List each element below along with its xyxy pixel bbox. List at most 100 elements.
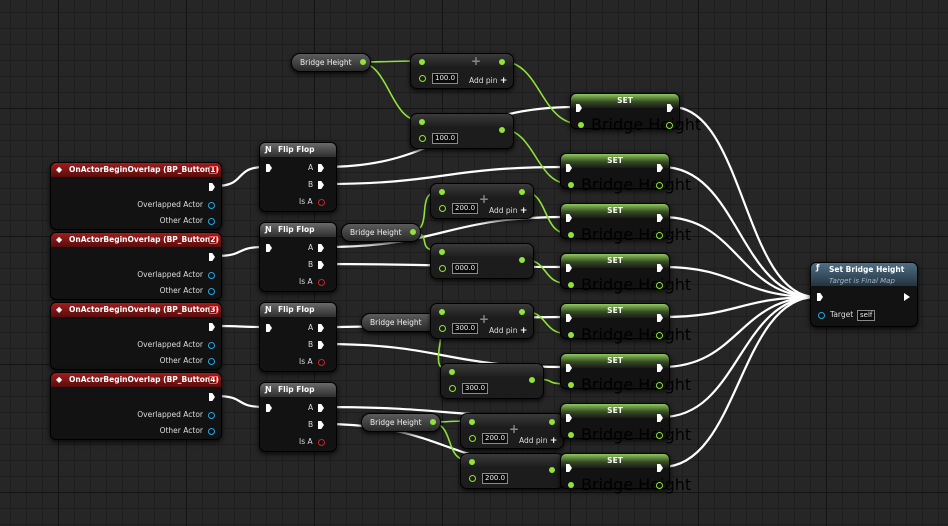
add-node-1[interactable]: 100.0 + Add pin + bbox=[410, 53, 514, 89]
set-node-7[interactable]: SET Bridge Height bbox=[560, 403, 691, 443]
exec-out-pin[interactable] bbox=[209, 393, 215, 401]
bridge-height-out-pin[interactable] bbox=[656, 382, 663, 389]
exec-in-pin[interactable] bbox=[266, 324, 272, 332]
bridge-height-getter-3[interactable]: Bridge Height bbox=[361, 313, 441, 332]
exec-a-pin[interactable] bbox=[318, 324, 324, 332]
value-field[interactable]: 100.0 bbox=[432, 73, 459, 84]
exec-in-pin[interactable] bbox=[576, 104, 582, 112]
is-a-pin[interactable] bbox=[318, 439, 325, 446]
exec-b-pin[interactable] bbox=[318, 181, 324, 189]
subtract-node-1[interactable]: 100.0 bbox=[410, 113, 514, 149]
bridge-height-in-pin[interactable] bbox=[568, 382, 574, 388]
exec-out-pin[interactable] bbox=[657, 314, 663, 322]
bridge-height-getter-4[interactable]: Bridge Height bbox=[361, 413, 441, 432]
exec-out-pin[interactable] bbox=[209, 253, 215, 261]
bridge-height-in-pin[interactable] bbox=[568, 282, 574, 288]
exec-in-pin[interactable] bbox=[266, 244, 272, 252]
set-node-6[interactable]: SET Bridge Height bbox=[560, 353, 691, 393]
is-a-pin[interactable] bbox=[318, 359, 325, 366]
event-node-button4[interactable]: ◆OnActorBeginOverlap (BP_Button4) Overla… bbox=[50, 372, 222, 440]
bridge-height-getter-1[interactable]: Bridge Height bbox=[291, 53, 371, 72]
is-a-pin[interactable] bbox=[318, 279, 325, 286]
value-field[interactable]: 000.0 bbox=[452, 263, 479, 274]
set-node-1[interactable]: SET Bridge Height bbox=[570, 93, 701, 133]
input-b-pin[interactable] bbox=[439, 325, 446, 332]
set-node-4[interactable]: SET Bridge Height bbox=[560, 253, 691, 293]
input-a-pin[interactable] bbox=[439, 249, 445, 255]
exec-in-pin[interactable] bbox=[266, 404, 272, 412]
add-node-4[interactable]: 200.0 + Add pin + bbox=[460, 413, 564, 449]
input-b-pin[interactable] bbox=[469, 435, 476, 442]
bridge-height-out-pin[interactable] bbox=[656, 232, 663, 239]
subtract-node-2[interactable]: 000.0 bbox=[430, 243, 534, 279]
exec-out-pin[interactable] bbox=[209, 323, 215, 331]
bridge-height-in-pin[interactable] bbox=[578, 122, 584, 128]
input-a-pin[interactable] bbox=[419, 119, 425, 125]
bridge-height-out-pin[interactable] bbox=[666, 122, 673, 129]
value-field[interactable]: 100.0 bbox=[432, 133, 459, 144]
delegate-pin[interactable] bbox=[209, 376, 217, 384]
exec-out-pin[interactable] bbox=[657, 414, 663, 422]
set-node-5[interactable]: SET Bridge Height bbox=[560, 303, 691, 343]
exec-in-pin[interactable] bbox=[566, 214, 572, 222]
input-b-pin[interactable] bbox=[449, 385, 456, 392]
bridge-height-getter-2[interactable]: Bridge Height bbox=[341, 223, 421, 242]
add-pin-button[interactable]: Add pin + bbox=[489, 326, 528, 336]
exec-in-pin[interactable] bbox=[566, 364, 572, 372]
exec-b-pin[interactable] bbox=[318, 341, 324, 349]
event-node-button1[interactable]: ◆OnActorBeginOverlap (BP_Button1) Overla… bbox=[50, 162, 222, 230]
getter-out-pin[interactable] bbox=[430, 419, 436, 425]
exec-out-pin[interactable] bbox=[657, 464, 663, 472]
exec-a-pin[interactable] bbox=[318, 404, 324, 412]
bridge-height-in-pin[interactable] bbox=[568, 432, 574, 438]
value-field[interactable]: 200.0 bbox=[452, 203, 479, 214]
output-pin[interactable] bbox=[499, 59, 505, 65]
getter-out-pin[interactable] bbox=[360, 59, 366, 65]
value-field[interactable]: 300.0 bbox=[462, 383, 489, 394]
exec-out-pin[interactable] bbox=[657, 364, 663, 372]
add-node-2[interactable]: 200.0 + Add pin + bbox=[430, 183, 534, 219]
output-pin[interactable] bbox=[519, 257, 525, 263]
exec-out-pin[interactable] bbox=[667, 104, 673, 112]
input-b-pin[interactable] bbox=[439, 265, 446, 272]
exec-out-pin[interactable] bbox=[657, 214, 663, 222]
input-b-pin[interactable] bbox=[439, 205, 446, 212]
target-pin[interactable] bbox=[818, 312, 825, 319]
exec-in-pin[interactable] bbox=[817, 293, 823, 301]
other-actor-pin[interactable] bbox=[208, 218, 215, 225]
input-a-pin[interactable] bbox=[469, 419, 475, 425]
exec-out-pin[interactable] bbox=[657, 164, 663, 172]
input-b-pin[interactable] bbox=[469, 475, 476, 482]
overlapped-actor-pin[interactable] bbox=[208, 202, 215, 209]
bridge-height-in-pin[interactable] bbox=[568, 482, 574, 488]
output-pin[interactable] bbox=[529, 377, 535, 383]
delegate-pin[interactable] bbox=[209, 166, 217, 174]
input-a-pin[interactable] bbox=[439, 309, 445, 315]
subtract-node-3[interactable]: 300.0 bbox=[440, 363, 544, 399]
exec-out-pin[interactable] bbox=[209, 183, 215, 191]
exec-b-pin[interactable] bbox=[318, 261, 324, 269]
exec-in-pin[interactable] bbox=[566, 414, 572, 422]
input-a-pin[interactable] bbox=[419, 59, 425, 65]
overlapped-actor-pin[interactable] bbox=[208, 272, 215, 279]
value-field[interactable]: 200.0 bbox=[482, 473, 509, 484]
exec-a-pin[interactable] bbox=[318, 164, 324, 172]
other-actor-pin[interactable] bbox=[208, 358, 215, 365]
set-node-2[interactable]: SET Bridge Height bbox=[560, 153, 691, 193]
exec-a-pin[interactable] bbox=[318, 244, 324, 252]
exec-in-pin[interactable] bbox=[266, 164, 272, 172]
delegate-pin[interactable] bbox=[209, 306, 217, 314]
input-b-pin[interactable] bbox=[419, 75, 426, 82]
bridge-height-out-pin[interactable] bbox=[656, 182, 663, 189]
exec-in-pin[interactable] bbox=[566, 264, 572, 272]
exec-b-pin[interactable] bbox=[318, 421, 324, 429]
value-field[interactable]: 300.0 bbox=[452, 323, 479, 334]
exec-in-pin[interactable] bbox=[566, 464, 572, 472]
bridge-height-in-pin[interactable] bbox=[568, 332, 574, 338]
input-b-pin[interactable] bbox=[419, 135, 426, 142]
bridge-height-out-pin[interactable] bbox=[656, 482, 663, 489]
